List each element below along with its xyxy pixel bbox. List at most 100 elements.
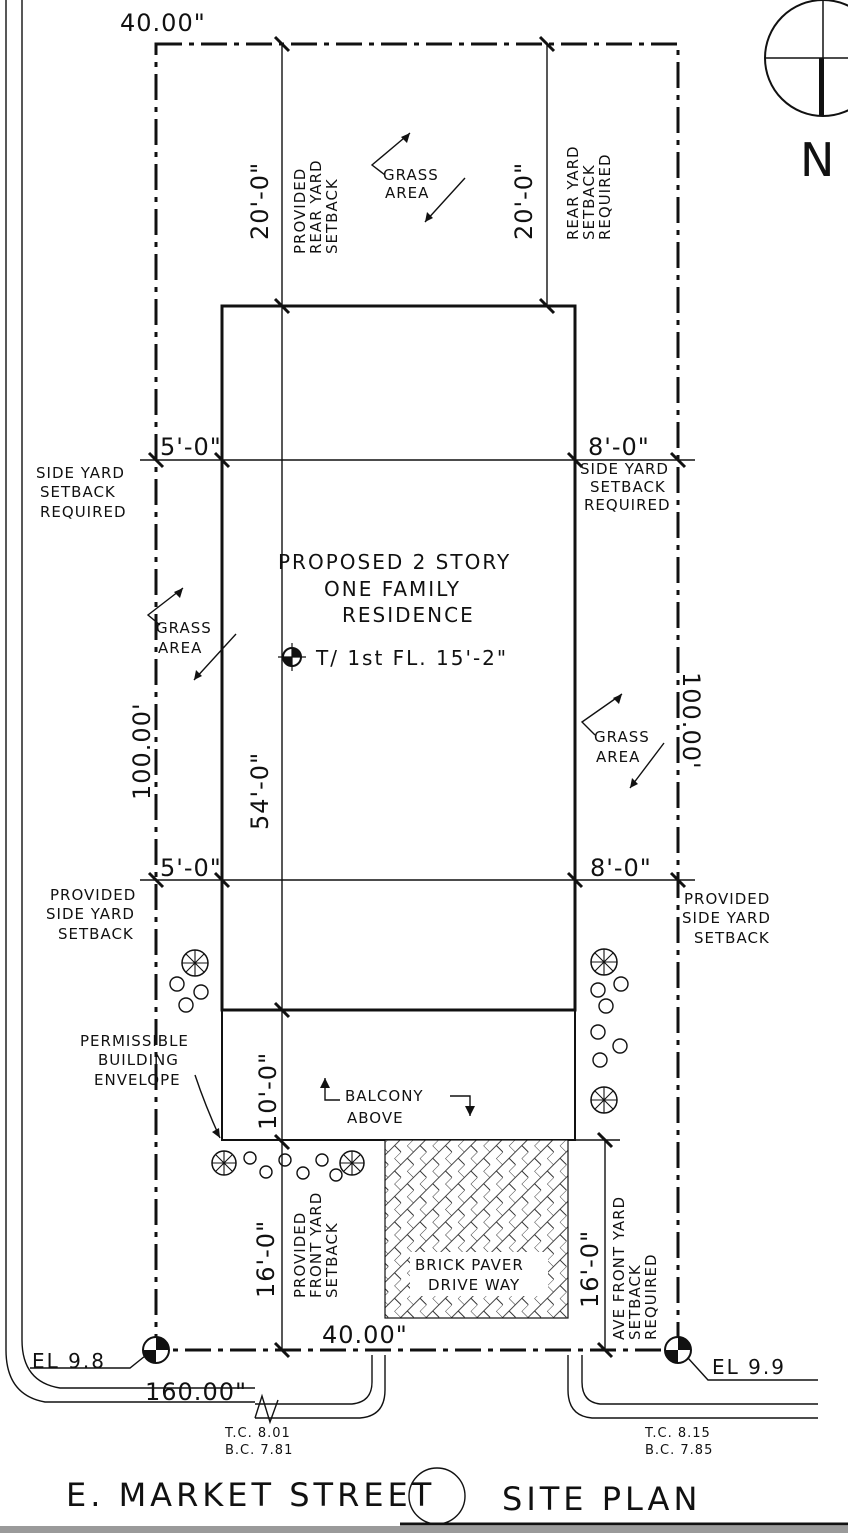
label-side-required-left: SIDE YARD SETBACK REQUIRED	[36, 464, 127, 521]
svg-text:AREA: AREA	[158, 639, 202, 657]
driveway-apron-left	[255, 1355, 386, 1419]
svg-text:REQUIRED: REQUIRED	[596, 153, 614, 240]
svg-text:SETBACK: SETBACK	[323, 1222, 341, 1298]
svg-text:SIDE YARD: SIDE YARD	[46, 905, 135, 923]
dimension-ticks	[147, 35, 687, 1359]
el-leader-right	[687, 1357, 818, 1381]
label-curb-left: T.C. 8.01 B.C. 7.81	[224, 1426, 293, 1458]
bottom-scrollbar[interactable]	[0, 1526, 848, 1533]
svg-text:SETBACK: SETBACK	[694, 929, 770, 947]
label-side-provided-right: PROVIDED SIDE YARD SETBACK	[682, 890, 771, 947]
label-front-provided: PROVIDED FRONT YARD SETBACK	[291, 1192, 341, 1298]
property-boundary	[154, 42, 680, 1352]
grass-right-arrow	[580, 693, 665, 789]
svg-text:PROPOSED 2 STORY: PROPOSED 2 STORY	[278, 550, 511, 574]
svg-text:BRICK PAVER: BRICK PAVER	[415, 1256, 524, 1274]
label-rear-provided: PROVIDED REAR YARD SETBACK	[291, 159, 341, 254]
label-grass-right: GRASS AREA	[594, 728, 650, 766]
dim-top-width: 40.00"	[120, 9, 206, 37]
title-bubble	[408, 1467, 466, 1525]
svg-text:BALCONY: BALCONY	[345, 1087, 424, 1105]
svg-text:REAR YARD: REAR YARD	[564, 145, 582, 240]
dim-right-depth: 100.00'	[677, 672, 705, 770]
label-grass-top: GRASS AREA	[383, 166, 439, 202]
svg-text:T.C. 8.01: T.C. 8.01	[224, 1426, 291, 1441]
label-el-right: EL 9.9	[712, 1355, 786, 1379]
svg-text:BUILDING: BUILDING	[98, 1051, 179, 1069]
svg-text:SETBACK: SETBACK	[626, 1264, 644, 1340]
street-name: E. MARKET STREET	[66, 1476, 435, 1514]
svg-text:AREA: AREA	[385, 184, 429, 202]
svg-text:REQUIRED: REQUIRED	[642, 1253, 660, 1340]
dim-front-provided: 16'-0"	[252, 1220, 280, 1298]
label-curb-right: T.C. 8.15 B.C. 7.85	[644, 1426, 713, 1458]
dim-front-required: 16'-0"	[576, 1230, 604, 1308]
svg-text:PROVIDED: PROVIDED	[684, 890, 770, 908]
svg-text:SETBACK: SETBACK	[323, 178, 341, 254]
corner-marker-left	[142, 1336, 170, 1364]
drawing-title: SITE PLAN	[502, 1480, 701, 1518]
driveway-apron-right	[567, 1355, 818, 1419]
el-leader-left	[30, 1351, 151, 1369]
svg-text:B.C. 7.81: B.C. 7.81	[225, 1443, 293, 1458]
curb-line-left	[5, 0, 255, 1403]
north-arrow-icon	[764, 0, 848, 117]
label-rear-required: REAR YARD SETBACK REQUIRED	[564, 145, 614, 240]
dim-side-right-top: 8'-0"	[588, 433, 650, 461]
svg-text:GRASS: GRASS	[156, 619, 212, 637]
svg-text:SETBACK: SETBACK	[590, 478, 666, 496]
svg-text:PROVIDED: PROVIDED	[291, 168, 309, 254]
dim-house-depth: 54'-0"	[246, 752, 274, 830]
svg-text:SETBACK: SETBACK	[58, 925, 134, 943]
dim-side-right-bot: 8'-0"	[590, 854, 652, 882]
dim-rear-required: 20'-0"	[510, 162, 538, 240]
corner-marker-right	[664, 1336, 692, 1364]
envelope-leader-head	[212, 1128, 220, 1138]
label-envelope: PERMISSIBLE BUILDING ENVELOPE	[80, 1032, 189, 1089]
svg-text:FRONT YARD: FRONT YARD	[307, 1192, 325, 1298]
north-label: N	[800, 133, 834, 187]
svg-text:REAR YARD: REAR YARD	[307, 159, 325, 254]
svg-text:ENVELOPE: ENVELOPE	[94, 1071, 181, 1089]
grass-left-arrow	[146, 587, 237, 681]
dim-side-left-bot: 5'-0"	[160, 854, 222, 882]
label-el-left: EL 9.8	[32, 1349, 106, 1373]
label-front-required: AVE FRONT YARD SETBACK REQUIRED	[610, 1196, 660, 1340]
svg-text:PERMISSIBLE: PERMISSIBLE	[80, 1032, 189, 1050]
svg-text:PROVIDED: PROVIDED	[50, 886, 136, 904]
label-grass-left: GRASS AREA	[156, 619, 212, 657]
dim-rear-provided: 20'-0"	[246, 162, 274, 240]
dim-bottom-width: 40.00"	[322, 1321, 408, 1349]
floor-elevation-marker	[278, 643, 306, 671]
dim-street-width: 160.00"	[145, 1378, 247, 1406]
driveway-apron-right-inner	[581, 1355, 818, 1405]
label-side-required-right: SIDE YARD SETBACK REQUIRED	[580, 460, 671, 514]
svg-text:B.C. 7.85: B.C. 7.85	[645, 1443, 713, 1458]
svg-text:SIDE YARD: SIDE YARD	[682, 909, 771, 927]
dim-left-depth: 100.00'	[128, 702, 156, 800]
svg-text:REQUIRED: REQUIRED	[40, 503, 127, 521]
svg-text:REQUIRED: REQUIRED	[584, 496, 671, 514]
label-house: PROPOSED 2 STORY ONE FAMILY RESIDENCE	[278, 550, 511, 627]
svg-text:GRASS: GRASS	[594, 728, 650, 746]
dim-balcony-depth: 10'-0"	[254, 1052, 282, 1130]
landscaping-shrubs	[169, 948, 629, 1182]
svg-text:T.C. 8.15: T.C. 8.15	[644, 1426, 711, 1441]
grass-top-arrow	[370, 132, 466, 223]
label-floor-elevation: T/ 1st FL. 15'-2"	[315, 646, 508, 670]
building-footprint	[220, 304, 577, 1012]
curb-break-left	[254, 1393, 279, 1425]
label-side-provided-left: PROVIDED SIDE YARD SETBACK	[46, 886, 136, 943]
svg-text:ONE FAMILY: ONE FAMILY	[324, 577, 461, 601]
envelope-leader	[194, 1074, 221, 1139]
svg-text:ABOVE: ABOVE	[347, 1109, 404, 1127]
svg-text:AREA: AREA	[596, 748, 640, 766]
svg-text:DRIVE WAY: DRIVE WAY	[428, 1276, 520, 1294]
label-balcony: BALCONY ABOVE	[345, 1087, 424, 1127]
svg-text:SETBACK: SETBACK	[580, 164, 598, 240]
svg-text:GRASS: GRASS	[383, 166, 439, 184]
svg-text:SETBACK: SETBACK	[40, 483, 116, 501]
svg-text:SIDE YARD: SIDE YARD	[36, 464, 125, 482]
dim-side-left-top: 5'-0"	[160, 433, 222, 461]
